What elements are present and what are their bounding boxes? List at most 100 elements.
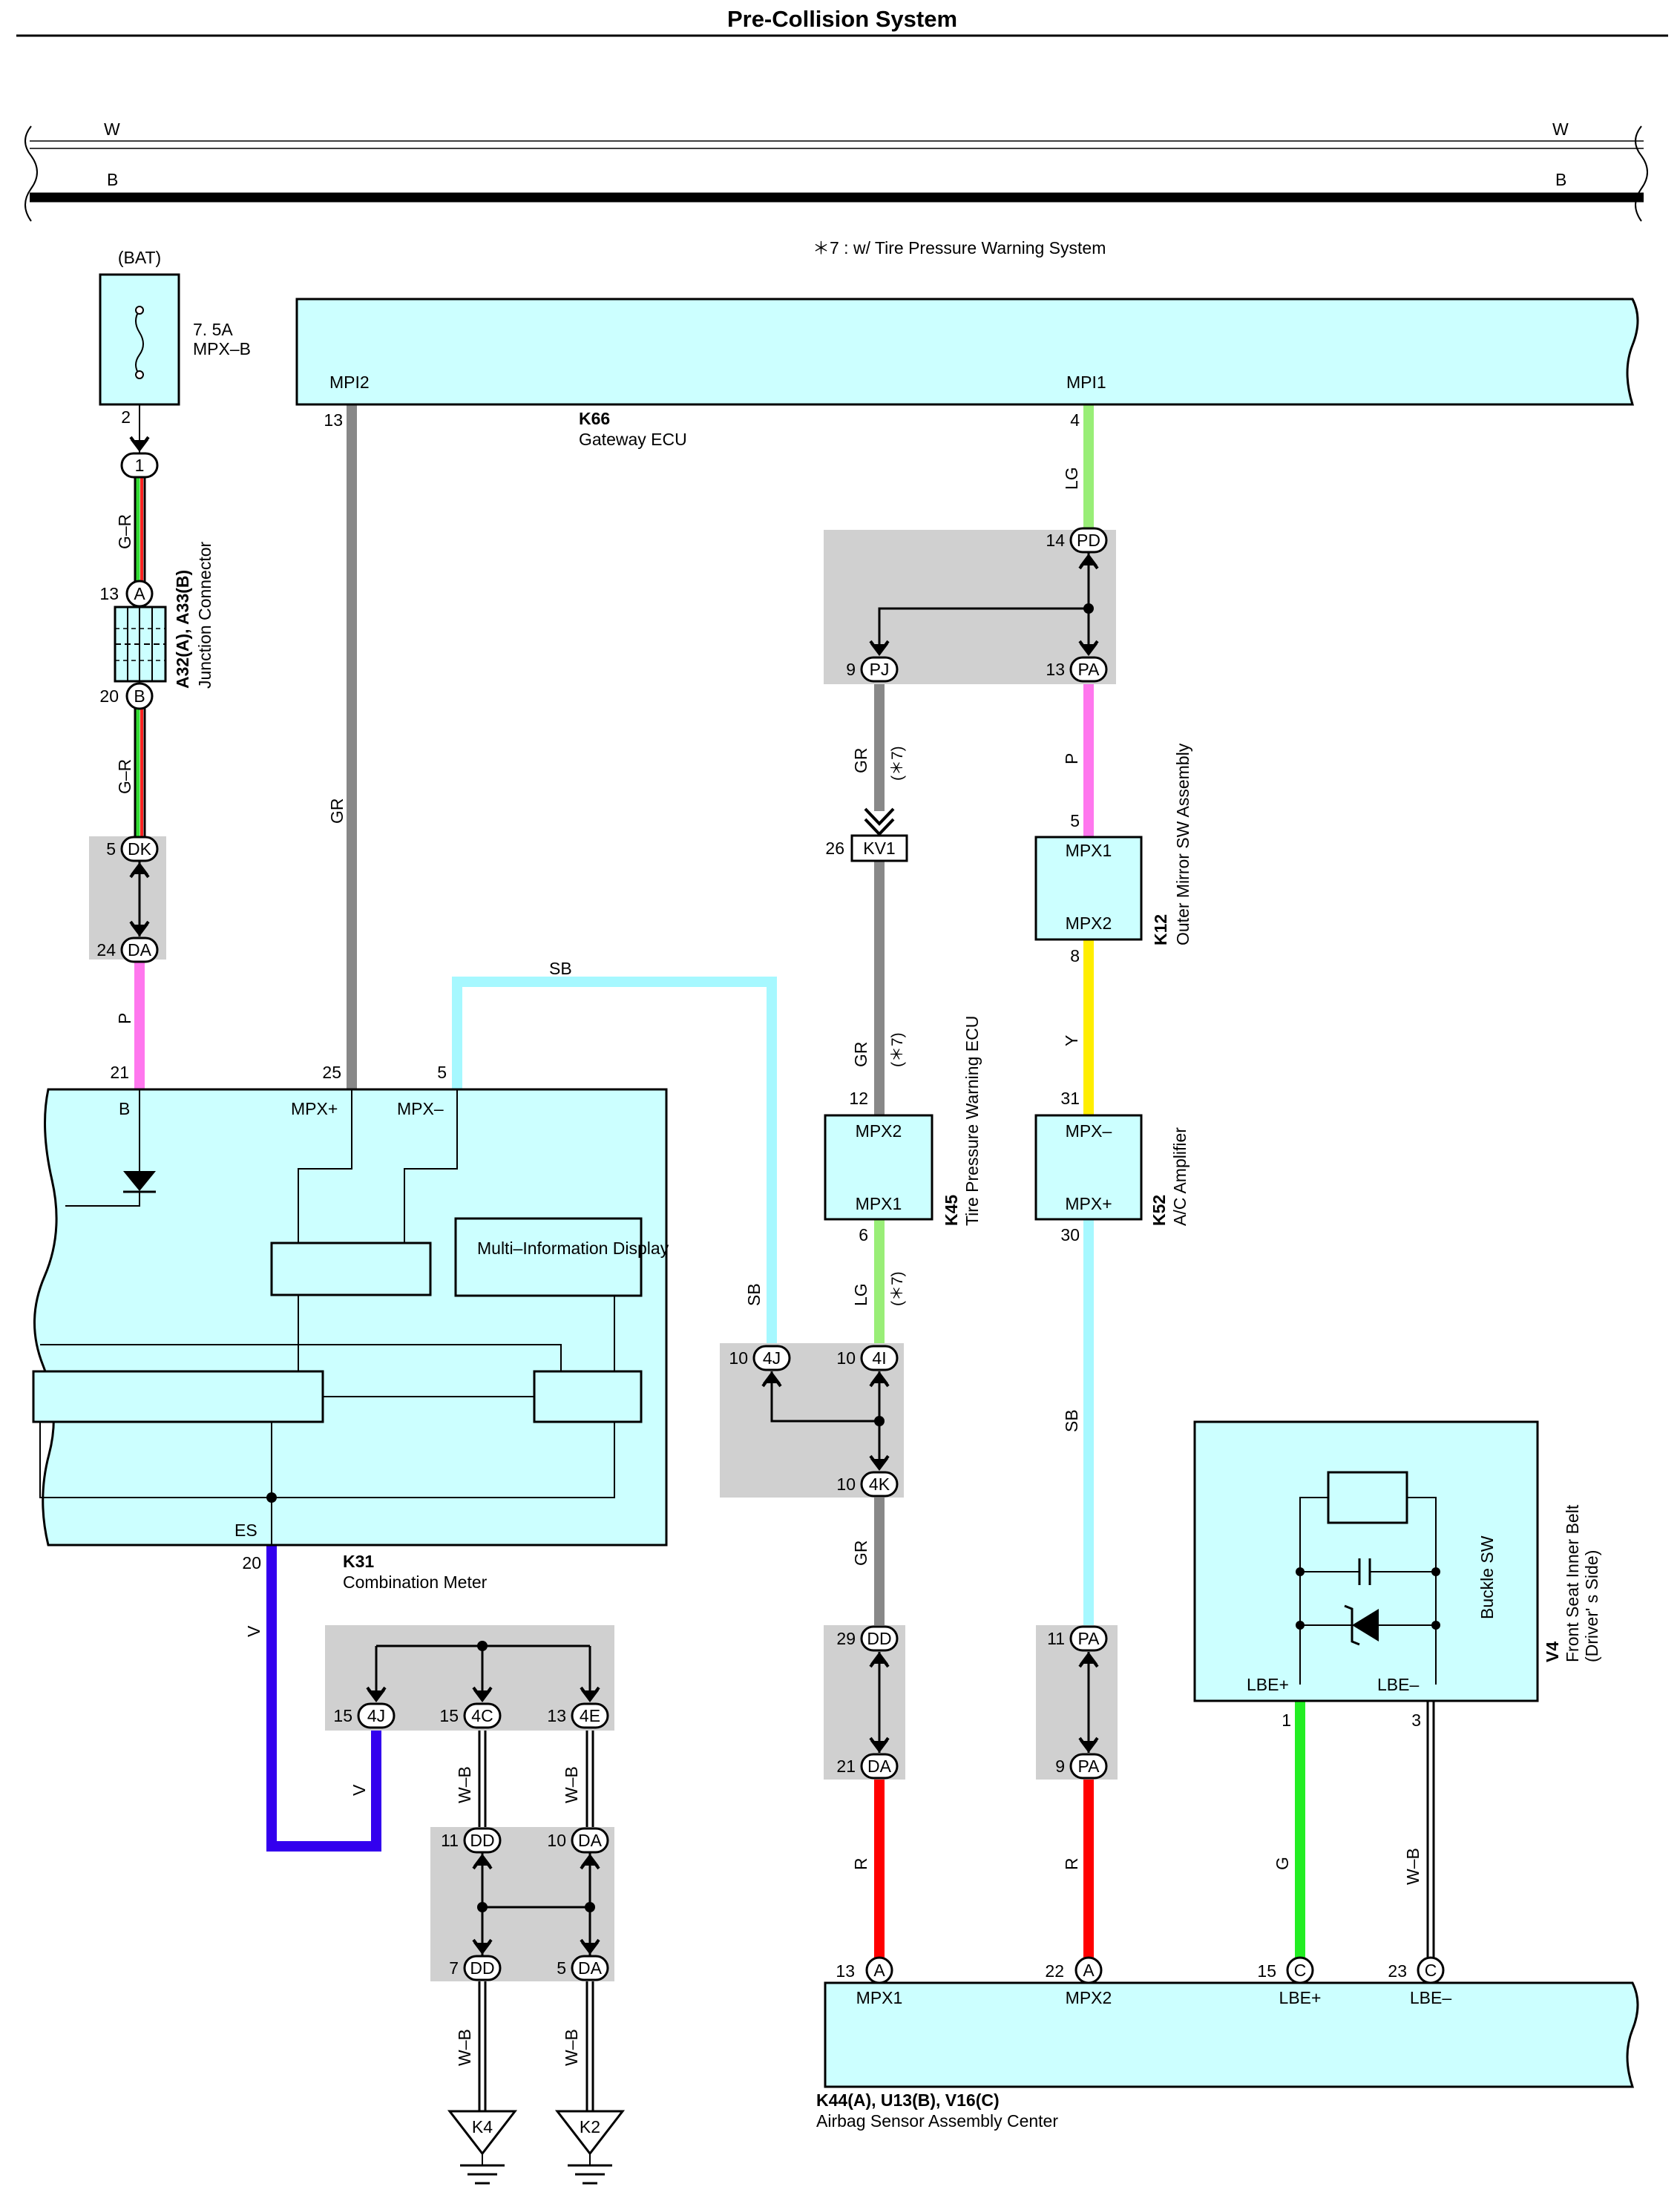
airbag-conn-a2: A bbox=[1083, 1961, 1095, 1980]
k52-name: A/C Amplifier bbox=[1170, 1127, 1190, 1226]
gateway-code: K66 bbox=[579, 409, 610, 428]
airbag-pin-13: 13 bbox=[836, 1961, 855, 1981]
k45-code: K45 bbox=[942, 1195, 961, 1226]
v4-term-lbe-minus: LBE– bbox=[1377, 1675, 1419, 1694]
rail-w-label-right: W bbox=[1552, 119, 1569, 139]
k52-term-mpx-plus: MPX+ bbox=[1065, 1194, 1112, 1213]
belt-buckle: Buckle SW LBE+ LBE– 1 3 V4 Front Seat In… bbox=[1193, 1420, 1601, 1730]
connector-id: DA bbox=[867, 1757, 892, 1776]
kv1-id: KV1 bbox=[863, 839, 895, 858]
power-rails: W W B B bbox=[24, 119, 1648, 222]
gateway-term-mpi2: MPI2 bbox=[329, 373, 370, 392]
connector-pill: 4J 10 bbox=[729, 1345, 791, 1388]
tpws-ecu: MPX2 MPX1 12 6 K45 Tire Pressure Warning… bbox=[824, 1016, 982, 1244]
jc-pin-bottom: 20 bbox=[99, 686, 119, 706]
v4-code: V4 bbox=[1543, 1641, 1562, 1662]
k12-pin-8: 8 bbox=[1070, 946, 1080, 965]
connector-pin: 10 bbox=[836, 1348, 856, 1368]
k12-term-mpx2: MPX2 bbox=[1066, 914, 1112, 933]
jc-pin-top: 13 bbox=[99, 584, 119, 603]
fuse-pin: 2 bbox=[121, 407, 131, 427]
wire-sb-meter bbox=[452, 977, 777, 1343]
connector-pin: 5 bbox=[557, 1958, 566, 1978]
airbag-conn-c1: C bbox=[1294, 1961, 1307, 1980]
connector-pill: PA 9 bbox=[1055, 1736, 1108, 1780]
airbag-term-mpx1: MPX1 bbox=[856, 1988, 903, 2007]
label-star7-2: (＊7) bbox=[889, 1032, 906, 1067]
connector-pin: 9 bbox=[1055, 1757, 1065, 1776]
airbag-term-lbe-minus: LBE– bbox=[1410, 1988, 1451, 2007]
label-gr-4: GR bbox=[851, 1541, 870, 1567]
label-g-r-2: G–R bbox=[115, 759, 134, 794]
label-wb-3: W–B bbox=[562, 1766, 581, 1803]
connector-id: PA bbox=[1078, 660, 1100, 679]
meter-term-es: ES bbox=[234, 1521, 257, 1540]
rail-b-label-left: B bbox=[107, 170, 118, 189]
connector-id: PA bbox=[1078, 1757, 1100, 1776]
rail-w-label-left: W bbox=[104, 119, 120, 139]
connector-id: DD bbox=[867, 1629, 891, 1648]
label-lg-2: LG bbox=[851, 1283, 870, 1306]
gateway-pin-13: 13 bbox=[324, 410, 343, 430]
label-y-1: Y bbox=[1062, 1035, 1081, 1046]
label-p-2: P bbox=[1062, 753, 1081, 764]
k12-code: K12 bbox=[1151, 914, 1170, 945]
connector-id: PA bbox=[1078, 1629, 1100, 1648]
k52-pin-30: 30 bbox=[1060, 1225, 1080, 1244]
wire-wb-4e bbox=[585, 1731, 594, 1827]
connector-id: 4J bbox=[763, 1348, 781, 1368]
connector-pin: 29 bbox=[836, 1629, 856, 1648]
label-g-1: G bbox=[1273, 1857, 1292, 1870]
k45-name: Tire Pressure Warning ECU bbox=[962, 1016, 982, 1226]
connector-id: DD bbox=[470, 1958, 494, 1978]
airbag-code: K44(A), U13(B), V16(C) bbox=[816, 2090, 1000, 2110]
gateway-term-mpi1: MPI1 bbox=[1066, 373, 1106, 392]
connector-pin: 10 bbox=[729, 1348, 748, 1368]
connector-pill: DK5 bbox=[106, 836, 159, 879]
meter-pin-25: 25 bbox=[322, 1063, 341, 1082]
label-gr-3: GR bbox=[851, 1042, 870, 1068]
wire-labels: G–R G–R P GR SB LG GR (＊7) P GR (＊7) Y S… bbox=[115, 467, 1423, 2066]
connector-id: DA bbox=[128, 940, 152, 960]
v4-pin-3: 3 bbox=[1411, 1711, 1421, 1730]
meter-name: Combination Meter bbox=[343, 1572, 488, 1592]
connector-pin: 13 bbox=[547, 1706, 566, 1725]
connector-id: DK bbox=[128, 839, 152, 859]
label-r-1: R bbox=[851, 1857, 870, 1870]
splice-dots bbox=[477, 603, 1094, 1912]
label-p-1: P bbox=[115, 1013, 134, 1024]
airbag-conn-c2: C bbox=[1425, 1961, 1437, 1980]
wire-g-r-upper bbox=[134, 478, 146, 586]
connector-pin: 14 bbox=[1046, 531, 1065, 550]
v4-term-lbe-plus: LBE+ bbox=[1247, 1675, 1289, 1694]
label-v-1: V bbox=[244, 1625, 263, 1637]
k12-term-mpx1: MPX1 bbox=[1066, 841, 1112, 860]
v4-name2: (Driver' s Side) bbox=[1582, 1550, 1601, 1662]
connector-pin: 24 bbox=[96, 940, 116, 960]
wire-wb-lbe-minus bbox=[1426, 1701, 1435, 1958]
jc-conn-b: B bbox=[134, 686, 145, 706]
meter-term-mpx-minus: MPX– bbox=[397, 1099, 444, 1118]
connector-pin: 15 bbox=[333, 1706, 352, 1725]
wire-wb-k2 bbox=[585, 1981, 594, 2111]
fuse-name: MPX–B bbox=[193, 339, 251, 358]
fuse: (BAT) 7. 5A MPX–B 2 bbox=[99, 248, 251, 427]
connector-id: DA bbox=[578, 1958, 603, 1978]
label-star7-3: (＊7) bbox=[889, 1271, 906, 1306]
connector-id: PD bbox=[1077, 531, 1100, 550]
connector-pin: 10 bbox=[836, 1475, 856, 1494]
k45-pin-6: 6 bbox=[859, 1225, 868, 1244]
jc-conn-a: A bbox=[134, 584, 145, 603]
ground-k4: K4 bbox=[447, 2110, 518, 2185]
connector-id: 4C bbox=[471, 1706, 493, 1725]
